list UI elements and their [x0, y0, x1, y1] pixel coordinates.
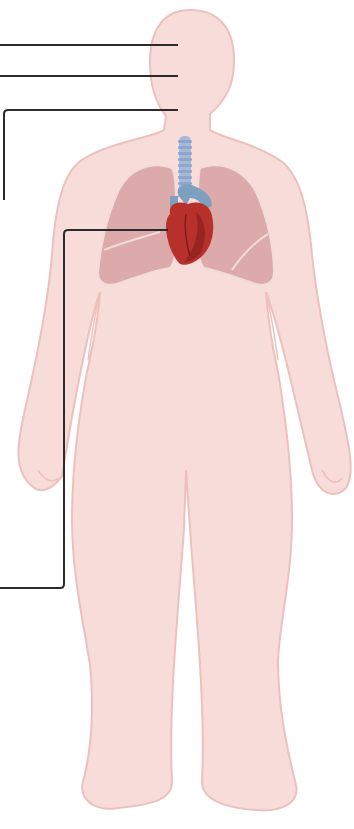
trachea-ring — [178, 158, 192, 161]
trachea-ring — [178, 164, 192, 167]
trachea-ring — [178, 182, 192, 185]
trachea-ring — [178, 146, 192, 149]
body-outline — [19, 10, 351, 810]
trachea-ring — [178, 170, 192, 173]
trachea-ring — [178, 176, 192, 179]
trachea-ring — [178, 152, 192, 155]
body-silhouette — [19, 10, 351, 810]
trachea-ring — [178, 140, 192, 143]
